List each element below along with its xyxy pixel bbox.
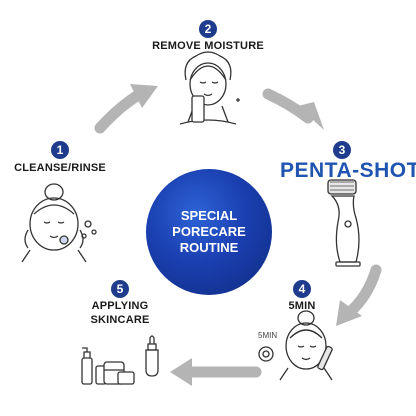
face-with-towel-icon [179,51,240,125]
face-washing-icon [21,183,97,263]
step-2-badge: 2 [199,20,217,38]
step-4-label: 5MIN [288,300,316,312]
center-line-1: SPECIAL [180,208,238,223]
arrow-2-to-3 [262,88,324,130]
center-line-2: PORECARE [172,224,246,239]
arrow-3-to-4 [336,264,382,326]
step-4-badge: 4 [293,280,311,298]
step-5-label-line1: APPLYING [91,300,149,312]
step-5-badge: 5 [111,280,129,298]
step-1-badge: 1 [51,141,69,159]
step-3-badge: 3 [333,141,351,159]
penta-shot-device-icon [327,179,361,267]
center-routine-circle: SPECIAL PORECARE ROUTINE [146,169,272,295]
arrow-4-to-5 [170,358,262,386]
step-3-label: PENTA-SHOT [280,159,416,182]
face-with-device-icon [258,310,333,381]
step-1-label: CLEANSE/RINSE [14,162,106,174]
timer-text: 5MIN [258,331,277,340]
step-2-label: REMOVE MOISTURE [152,40,264,52]
step-5-label-line2: SKINCARE [90,314,150,326]
skincare-products-icon [81,335,159,385]
arrow-1-to-2 [94,84,158,134]
center-line-3: ROUTINE [179,240,239,255]
